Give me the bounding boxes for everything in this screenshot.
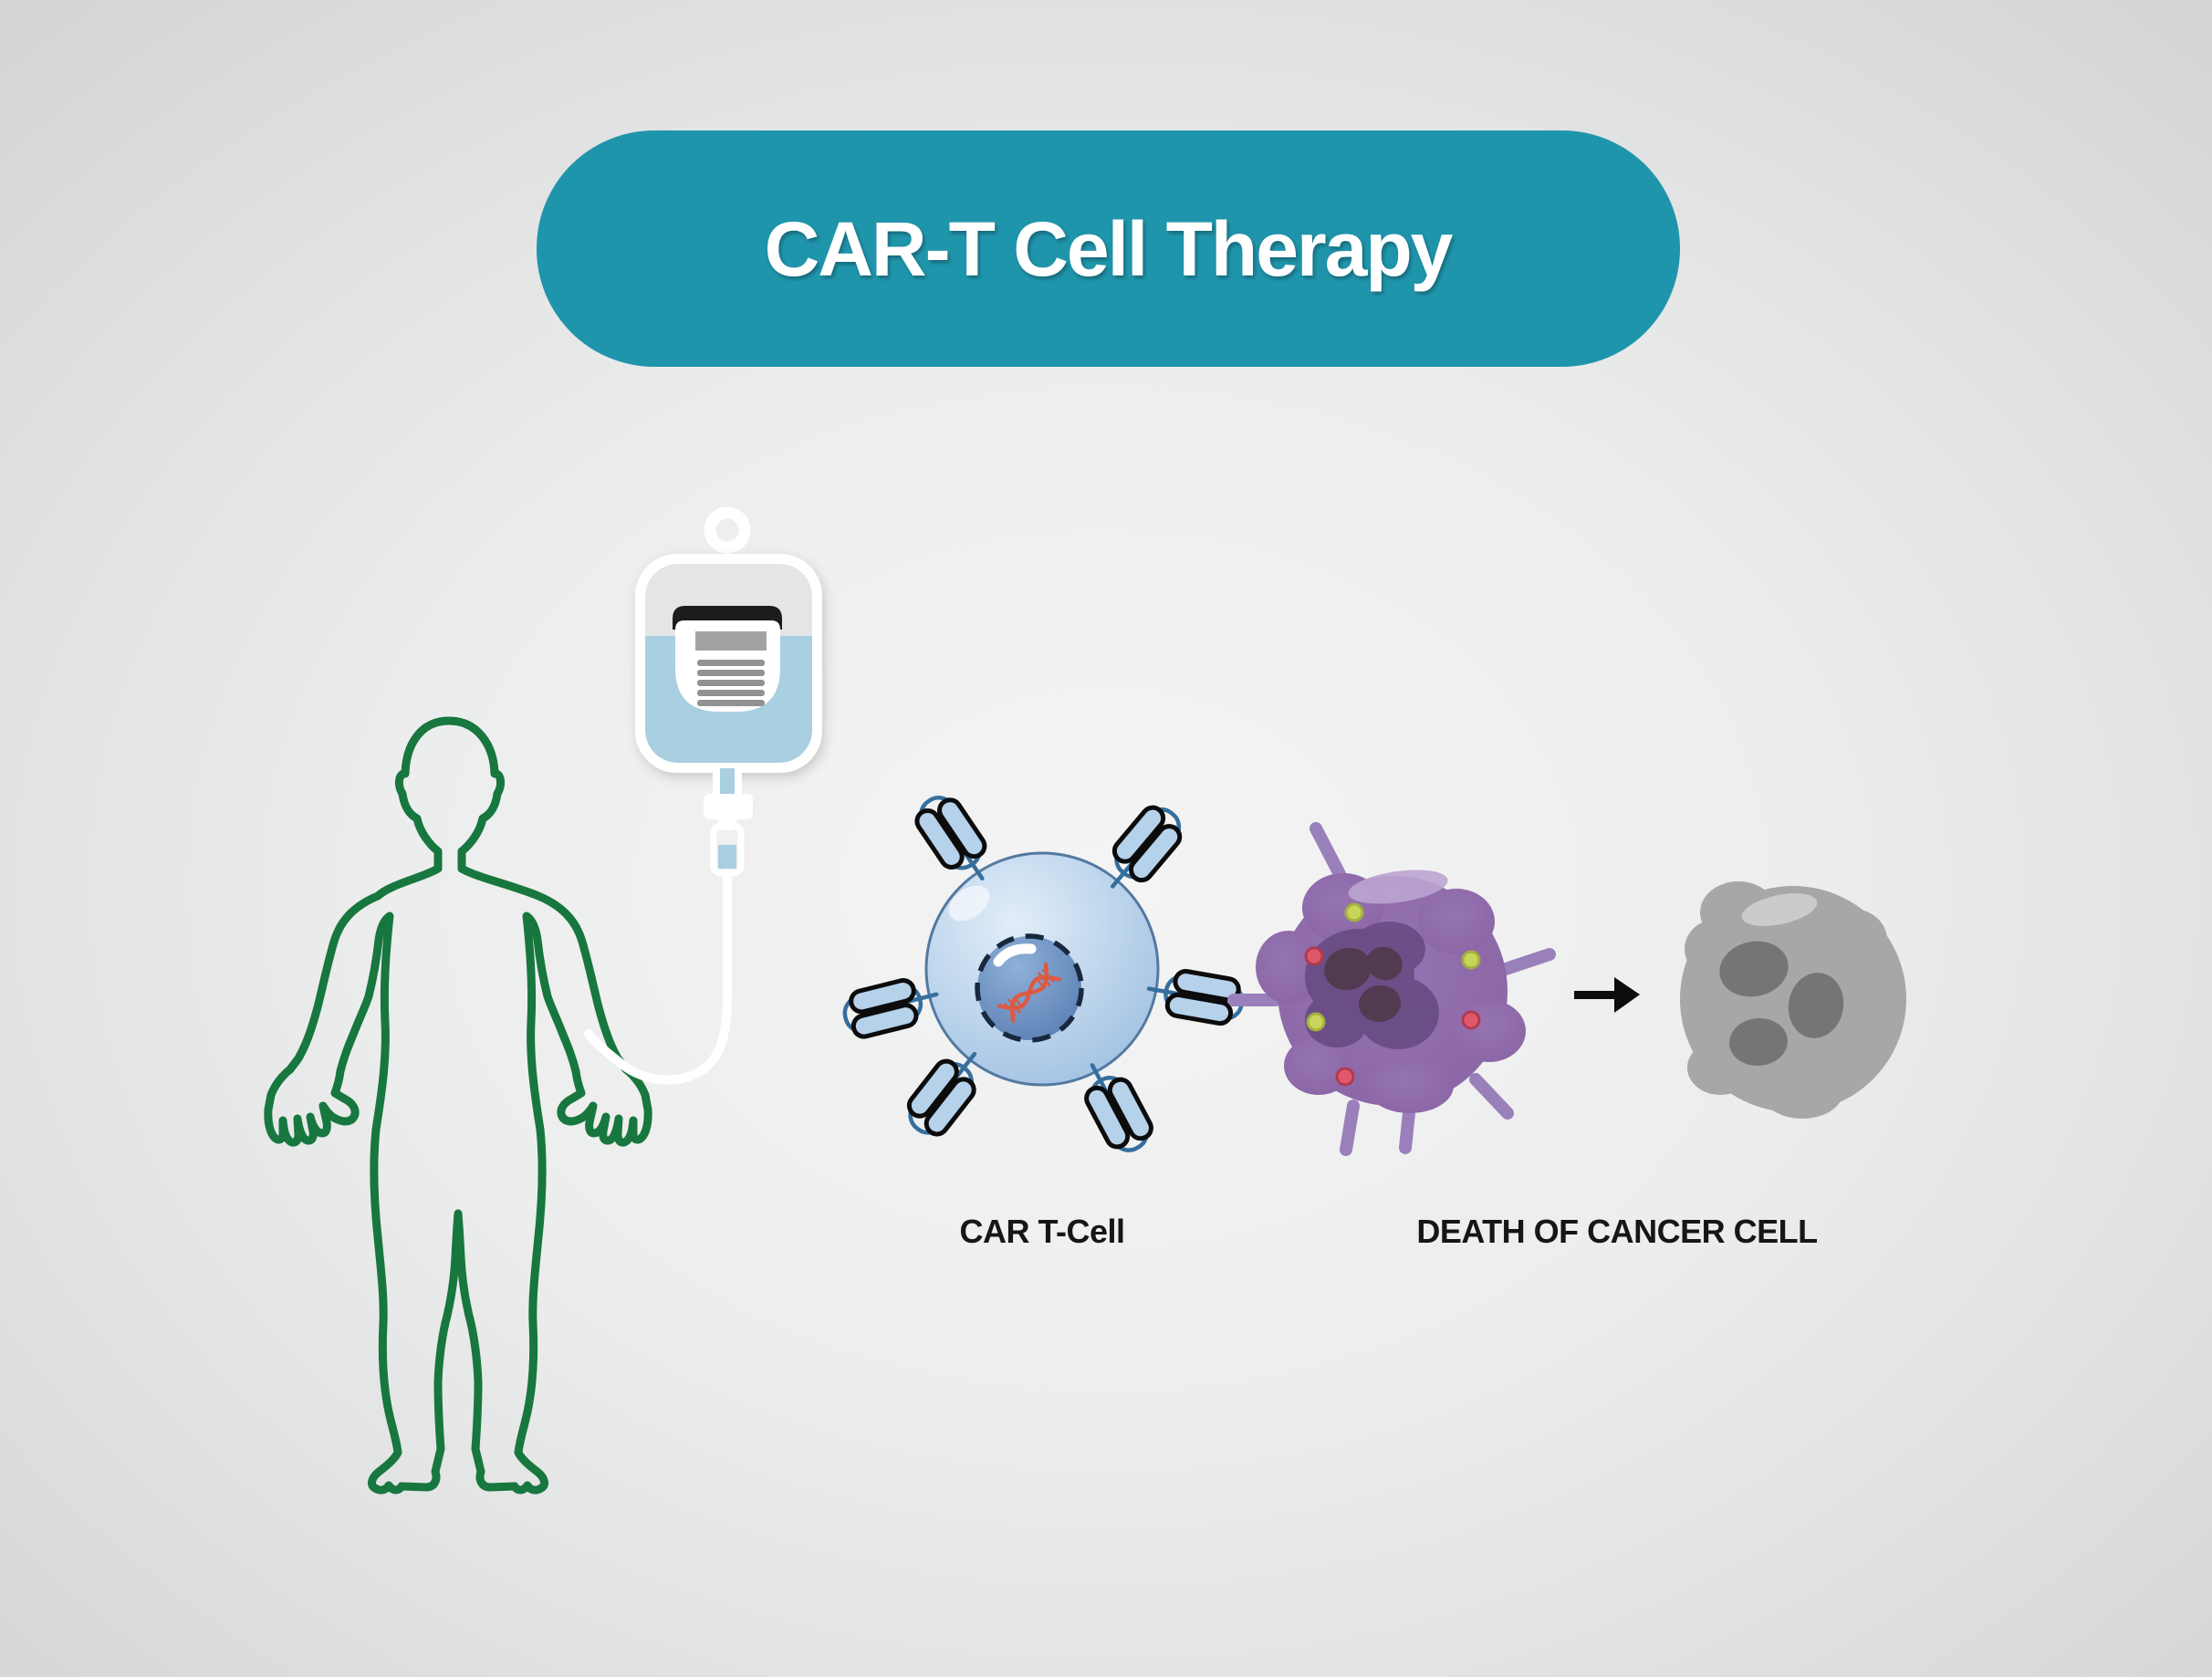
iv-drip-chamber-liquid bbox=[718, 845, 736, 869]
death-of-cancer-cell-label: DEATH OF CANCER CELL bbox=[1416, 1213, 1817, 1250]
dead-cell-clumps bbox=[1719, 941, 1844, 1067]
title-banner-pill bbox=[537, 130, 1680, 367]
cancer-cell bbox=[1227, 822, 1556, 1156]
iv-bag-label-bar bbox=[695, 631, 767, 651]
cancer-cell-nucleus bbox=[1305, 922, 1439, 1049]
dead-cell-highlight bbox=[1741, 893, 1818, 926]
iv-port-connector bbox=[704, 794, 753, 819]
antigen-dots-yellow bbox=[1306, 902, 1481, 1032]
page-title: CAR-T Cell Therapy bbox=[765, 206, 1454, 292]
cancer-cell-clumps bbox=[1324, 946, 1403, 1023]
title-banner: CAR-T Cell Therapy bbox=[537, 130, 1680, 367]
dead-cancer-cell bbox=[1680, 881, 1906, 1119]
iv-bag-neck-liquid bbox=[720, 768, 735, 794]
iv-bag-label-lines bbox=[697, 660, 765, 706]
t-cell-nucleus-highlight bbox=[993, 943, 1037, 967]
patient-body-outline bbox=[264, 716, 652, 1495]
t-cell-highlight bbox=[948, 885, 990, 922]
antigen-dots-red bbox=[1304, 946, 1481, 1087]
iv-bag-hanger-ring bbox=[704, 506, 751, 554]
iv-bag bbox=[584, 506, 822, 1085]
car-t-cell-label: CAR T-Cell bbox=[959, 1213, 1124, 1250]
dna-icon bbox=[997, 962, 1061, 1024]
cancer-cell-highlight bbox=[1348, 870, 1448, 904]
car-t-cell bbox=[840, 788, 1246, 1159]
iv-tube bbox=[584, 869, 732, 1085]
arrow-right-icon bbox=[1574, 977, 1640, 1013]
